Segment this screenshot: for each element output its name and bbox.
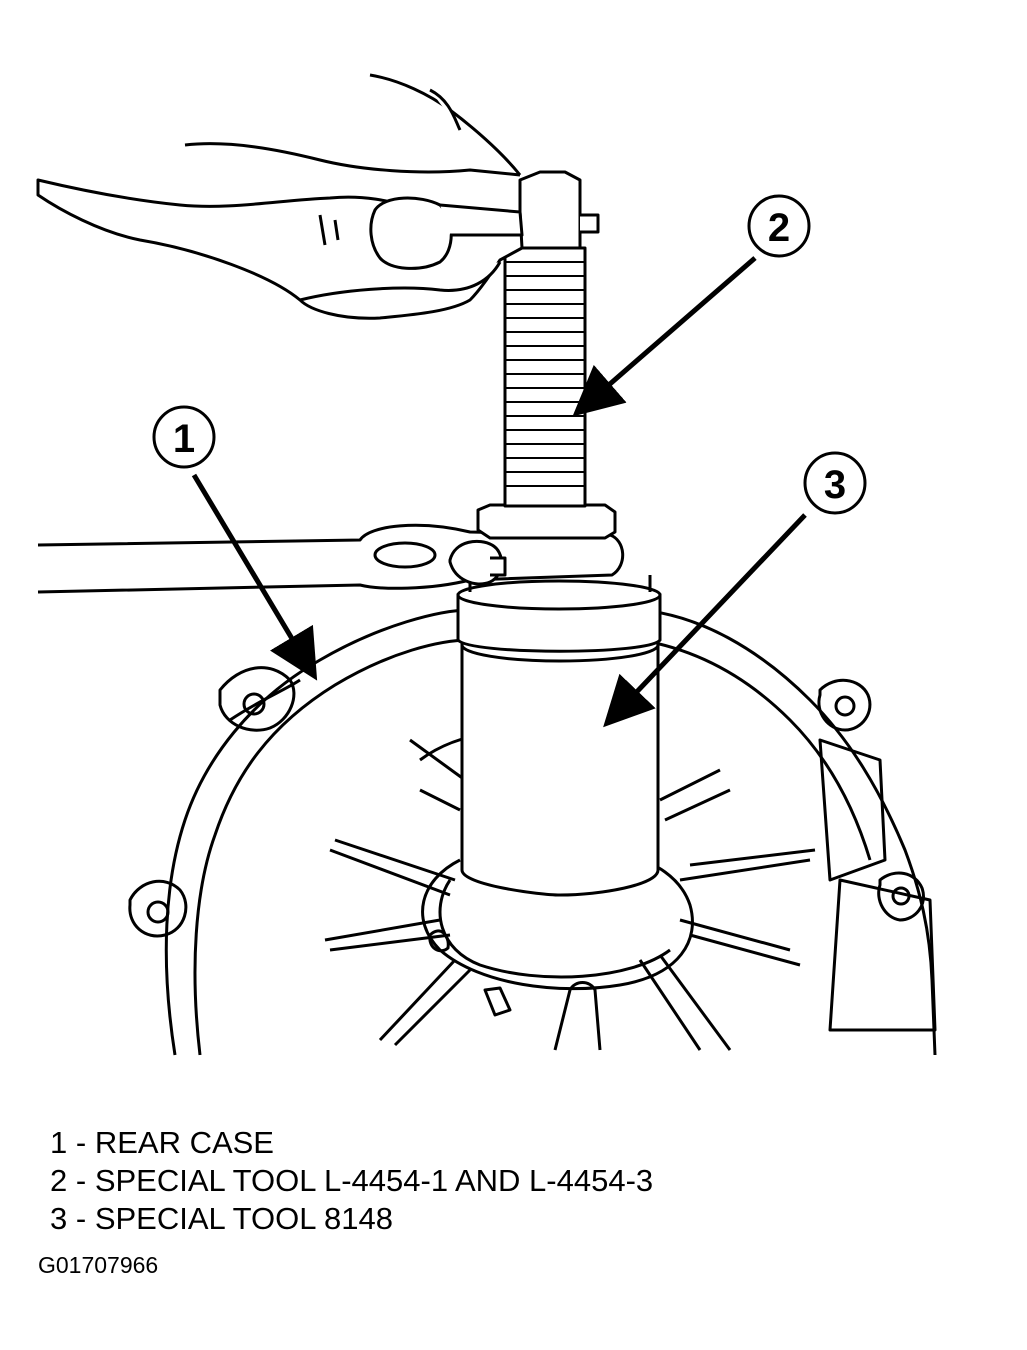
callout-3-arrow [603,513,807,728]
callout-3-number: 3 [824,463,846,507]
hand-drawing [36,73,524,320]
special-tool-l-4454-drawing [476,170,617,540]
legend-item-3: 3 - SPECIAL TOOL 8148 [50,1200,653,1238]
legend-number: 1 [50,1125,68,1160]
legend-separator: - [75,1163,87,1198]
callout-3: 3 [603,451,867,728]
callout-3-circle [803,451,867,515]
legend: 1 - REAR CASE 2 - SPECIAL TOOL L-4454-1 … [50,1124,653,1238]
callout-2-number: 2 [768,206,790,250]
legend-number: 3 [50,1201,68,1236]
figure-id: G01707966 [38,1252,159,1278]
callout-1-circle [152,405,216,469]
technical-illustration: 1 2 3 [36,73,937,1056]
callout-1: 1 [152,405,318,681]
callout-1-arrow [191,473,318,681]
rear-case-drawing [128,608,937,1056]
callout-1-number: 1 [173,417,195,461]
legend-separator: - [75,1201,87,1236]
legend-item-2: 2 - SPECIAL TOOL L-4454-1 AND L-4454-3 [50,1162,653,1200]
legend-text: SPECIAL TOOL L-4454-1 AND L-4454-3 [94,1163,654,1198]
callout-2-arrow [572,256,757,417]
wrench-drawing [37,523,625,594]
legend-text: SPECIAL TOOL 8148 [94,1201,393,1236]
callout-2: 2 [572,194,811,417]
legend-text: REAR CASE [94,1125,274,1160]
legend-item-1: 1 - REAR CASE [50,1124,653,1162]
special-tool-8148-drawing [456,575,662,897]
legend-number: 2 [50,1163,68,1198]
callout-2-circle [747,194,811,258]
legend-separator: - [75,1125,87,1160]
